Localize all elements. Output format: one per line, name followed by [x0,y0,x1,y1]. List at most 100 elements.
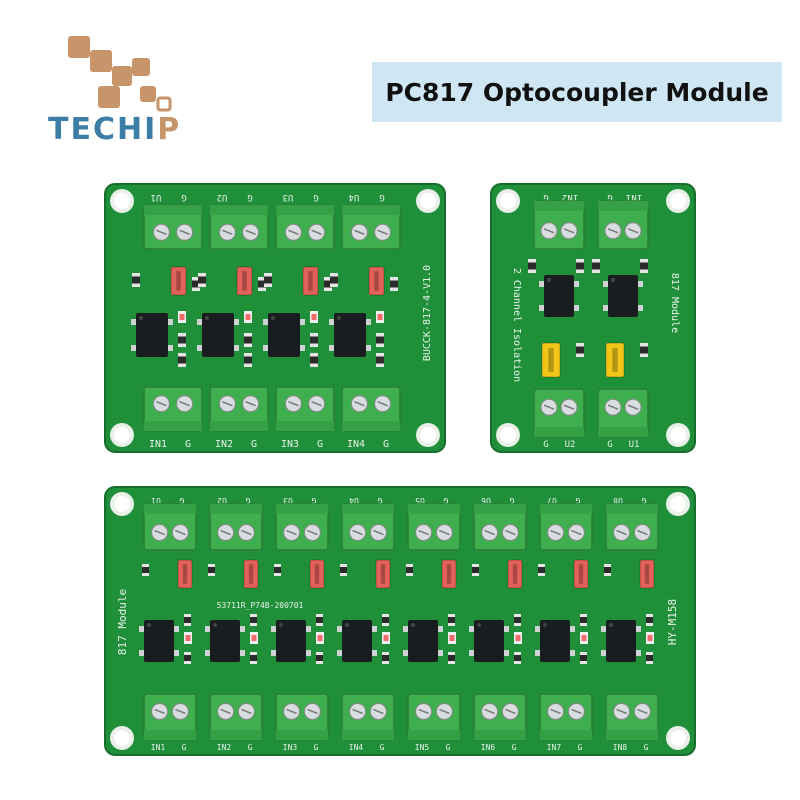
led-indicator [646,632,654,644]
bottom-label: G [607,440,612,450]
bottom-label: G [251,439,257,450]
bottom-label: G [644,743,649,752]
smd-component [316,652,323,664]
top-label: IN1 [626,192,642,202]
smd-component [184,652,191,664]
bottom-label: IN2 [215,439,233,450]
screw-terminal [341,386,401,432]
optocoupler-chip [139,620,179,662]
jumper-cap [507,559,523,589]
bottom-label: IN1 [151,743,166,752]
top-label: G [313,192,318,202]
screw-terminal [605,503,659,551]
smd-component [576,259,584,273]
smd-component [604,564,611,576]
title-banner: PC817 Optocoupler Module [372,62,782,122]
screw-terminal [341,204,401,250]
board-code-label: 53711R_P74B-200701 [217,601,304,610]
smd-component [142,564,149,576]
screw-terminal [209,503,263,551]
optocoupler-chip [205,620,245,662]
top-label: G [245,496,250,505]
top-label: U6 [481,496,491,505]
bottom-label: G [512,743,517,752]
smd-component [592,259,600,273]
bottom-label: IN1 [149,439,167,450]
page-title: PC817 Optocoupler Module [385,77,769,107]
smd-component [244,353,252,367]
jumper-cap [605,342,625,378]
optocoupler-chip [263,313,305,357]
top-label: U8 [613,496,623,505]
side-label-left: 2 Channel Isolation [511,268,522,382]
mount-hole [500,193,516,209]
screw-terminal [275,204,335,250]
mount-hole [500,427,516,443]
smd-component [132,273,140,287]
smd-component [514,652,521,664]
smd-component [250,614,257,626]
led-indicator [382,632,390,644]
mount-hole [420,193,436,209]
bottom-label: IN5 [415,743,430,752]
led-indicator [448,632,456,644]
smd-component [528,259,536,273]
mount-hole [114,496,130,512]
screw-terminal [209,386,269,432]
smd-component [376,333,384,347]
smd-component [448,614,455,626]
jumper-cap [302,266,319,296]
jumper-cap [170,266,187,296]
bottom-label: G [383,439,389,450]
top-label: G [377,496,382,505]
top-label: G [311,496,316,505]
jumper-cap [243,559,259,589]
screw-terminal [275,386,335,432]
jumper-cap [441,559,457,589]
smd-component [576,343,584,357]
top-label: G [509,496,514,505]
mount-hole [670,496,686,512]
smd-component [330,273,338,287]
optocoupler-chip [539,275,579,317]
smd-component [178,333,186,347]
top-label: G [179,496,184,505]
screw-terminal [341,693,395,741]
pcb-board [104,486,696,756]
smd-component [646,614,653,626]
top-label: G [607,192,612,202]
optocoupler-chip [197,313,239,357]
side-label-left: 817 Module [116,589,129,655]
brand-name: TECHIP [48,112,182,147]
mount-hole [114,730,130,746]
led-indicator [514,632,522,644]
optocoupler-chip [329,313,371,357]
bottom-label: IN7 [547,743,562,752]
bottom-label: IN3 [281,439,299,450]
led-indicator [250,632,258,644]
bottom-label: G [317,439,323,450]
top-label: U2 [217,192,228,202]
screw-terminal [275,503,329,551]
screw-terminal [143,204,203,250]
jumper-cap [177,559,193,589]
bottom-label: IN2 [217,743,232,752]
top-label: U1 [151,496,161,505]
mount-hole [670,427,686,443]
screw-terminal [143,386,203,432]
mount-hole [420,427,436,443]
screw-terminal [209,204,269,250]
optocoupler-chip [601,620,641,662]
board-model-label: BUCCK-817-4-V1.0 [422,265,433,361]
smd-component [274,564,281,576]
screw-terminal [407,503,461,551]
jumper-cap [236,266,253,296]
smd-component [258,277,266,291]
bottom-label: U1 [629,440,640,450]
screw-terminal [539,503,593,551]
led-indicator [376,311,384,323]
led-indicator [244,311,252,323]
bottom-label: G [182,743,187,752]
